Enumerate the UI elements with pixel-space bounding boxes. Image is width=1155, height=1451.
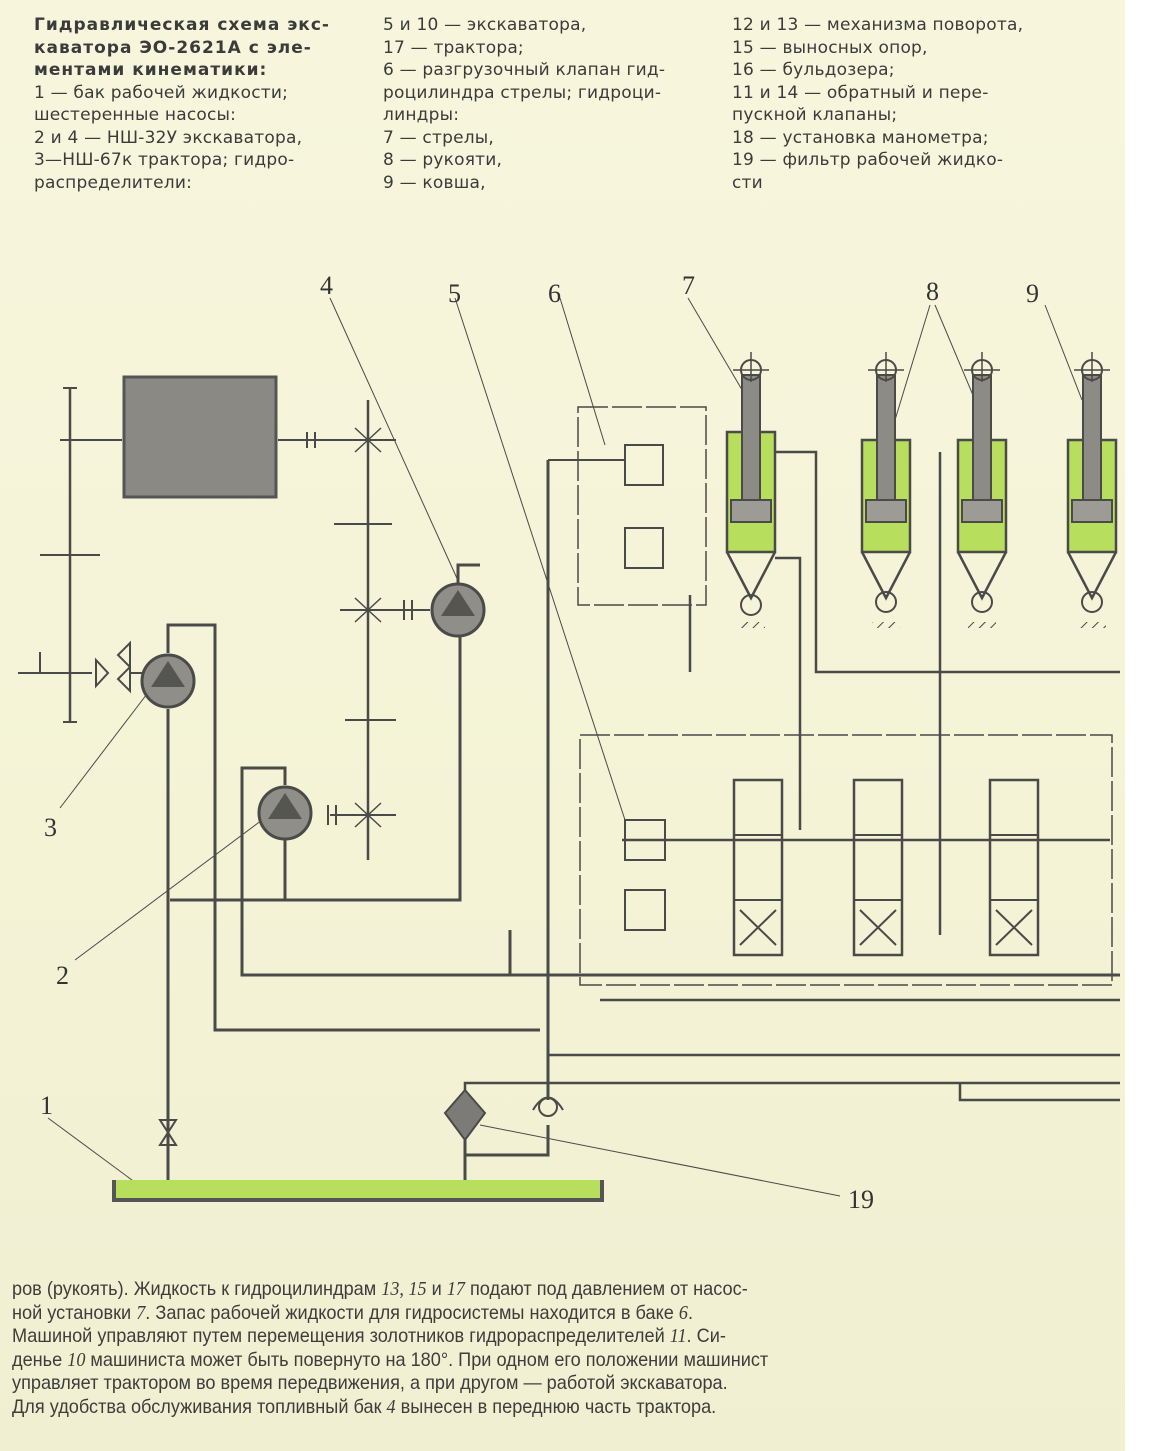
legend-item: 17 — трактора;	[383, 37, 524, 58]
body-line: ной установки 7. Запас рабочей жидкости …	[12, 1301, 693, 1324]
body-line: ров (рукоять). Жидкость к гидроцилиндрам…	[12, 1278, 748, 1300]
legend-item: 8 — рукояти,	[383, 150, 503, 170]
callout-6: 6	[548, 279, 561, 308]
tank-1	[112, 1180, 604, 1202]
page-edge	[1125, 0, 1155, 1451]
legend-title-line: каватора ЭО-2621А с эле-	[34, 37, 312, 58]
legend-item: 1 — бак рабочей жидкости;	[34, 82, 289, 103]
cylinder-9	[1066, 351, 1118, 628]
callout-7: 7	[682, 271, 695, 300]
callout-8: 8	[926, 277, 939, 306]
legend-item: 2 и 4 — НШ-32У экскаватора,	[34, 127, 303, 148]
legend-item: 16 — бульдозера;	[732, 60, 895, 80]
cylinder-8a	[860, 351, 912, 628]
filter-19-icon	[443, 1088, 487, 1142]
legend-column-2: 5 и 10 — экскаватора, 17 — трактора; 6 —…	[383, 14, 703, 194]
cylinder-8b	[956, 351, 1008, 628]
body-line: Для удобства обслуживания топливный бак …	[12, 1395, 717, 1418]
body-line: денье 10 машиниста может быть повернуто …	[12, 1348, 769, 1371]
hydraulic-lines	[18, 297, 1120, 1198]
legend-item: 18 — установка манометра;	[732, 127, 989, 148]
callout-19: 19	[848, 1185, 874, 1214]
legend-column-3: 12 и 13 — механизма поворота, 15 — вынос…	[732, 14, 1062, 194]
callout-leaders	[47, 297, 1083, 1198]
legend-item: 19 — фильтр рабочей жидко-	[732, 150, 1004, 170]
callout-3: 3	[44, 813, 57, 842]
legend-item: линдры:	[383, 105, 460, 125]
body-line: Машиной управляют путем перемещения золо…	[12, 1325, 726, 1347]
callout-4: 4	[320, 271, 333, 300]
legend-column-1: Гидравлическая схема экс- каватора ЭО-26…	[34, 14, 354, 194]
callout-5: 5	[448, 279, 461, 308]
tank-fluid	[114, 1180, 602, 1198]
legend-item: 9 — ковша,	[383, 172, 486, 193]
legend-item: 5 и 10 — экскаватора,	[383, 15, 587, 35]
legend-title-line: ментами кинематики:	[34, 60, 268, 80]
legend-item: роцилиндра стрелы; гидроци-	[383, 82, 662, 103]
pump-2-icon	[257, 785, 313, 841]
legend-item: пускной клапаны;	[732, 105, 898, 125]
callout-2: 2	[56, 961, 69, 990]
engine-block	[122, 375, 278, 499]
legend-item: 11 и 14 — обратный и пере-	[732, 82, 989, 103]
legend-item: распределители:	[34, 172, 193, 193]
pump-3-icon	[140, 653, 196, 709]
legend-item: сти	[732, 172, 763, 193]
hydraulic-diagram: 4 5 6 7 8 9 3 2 1 19	[18, 271, 1120, 1214]
callout-9: 9	[1026, 279, 1039, 308]
shutoff-valve-icon	[158, 1119, 178, 1146]
legend-item: 3—НШ-67к трактора; гидро-	[34, 150, 295, 170]
cylinder-7	[725, 351, 777, 628]
body-paragraph: ров (рукоять). Жидкость к гидроцилиндрам…	[12, 1278, 979, 1419]
pump-4-icon	[430, 582, 486, 638]
legend-title-line: Гидравлическая схема экс-	[34, 15, 330, 35]
legend-item: 7 — стрелы,	[383, 127, 495, 148]
body-line: управляет трактором во время передвижени…	[12, 1372, 728, 1394]
legend-item: 15 — выносных опор,	[732, 37, 928, 58]
legend-item: шестеренные насосы:	[34, 105, 237, 125]
callout-1: 1	[40, 1091, 53, 1120]
paper-background	[0, 0, 1125, 1451]
legend-item: 6 — разгрузочный клапан гид-	[383, 60, 666, 80]
legend-item: 12 и 13 — механизма поворота,	[732, 15, 1024, 35]
